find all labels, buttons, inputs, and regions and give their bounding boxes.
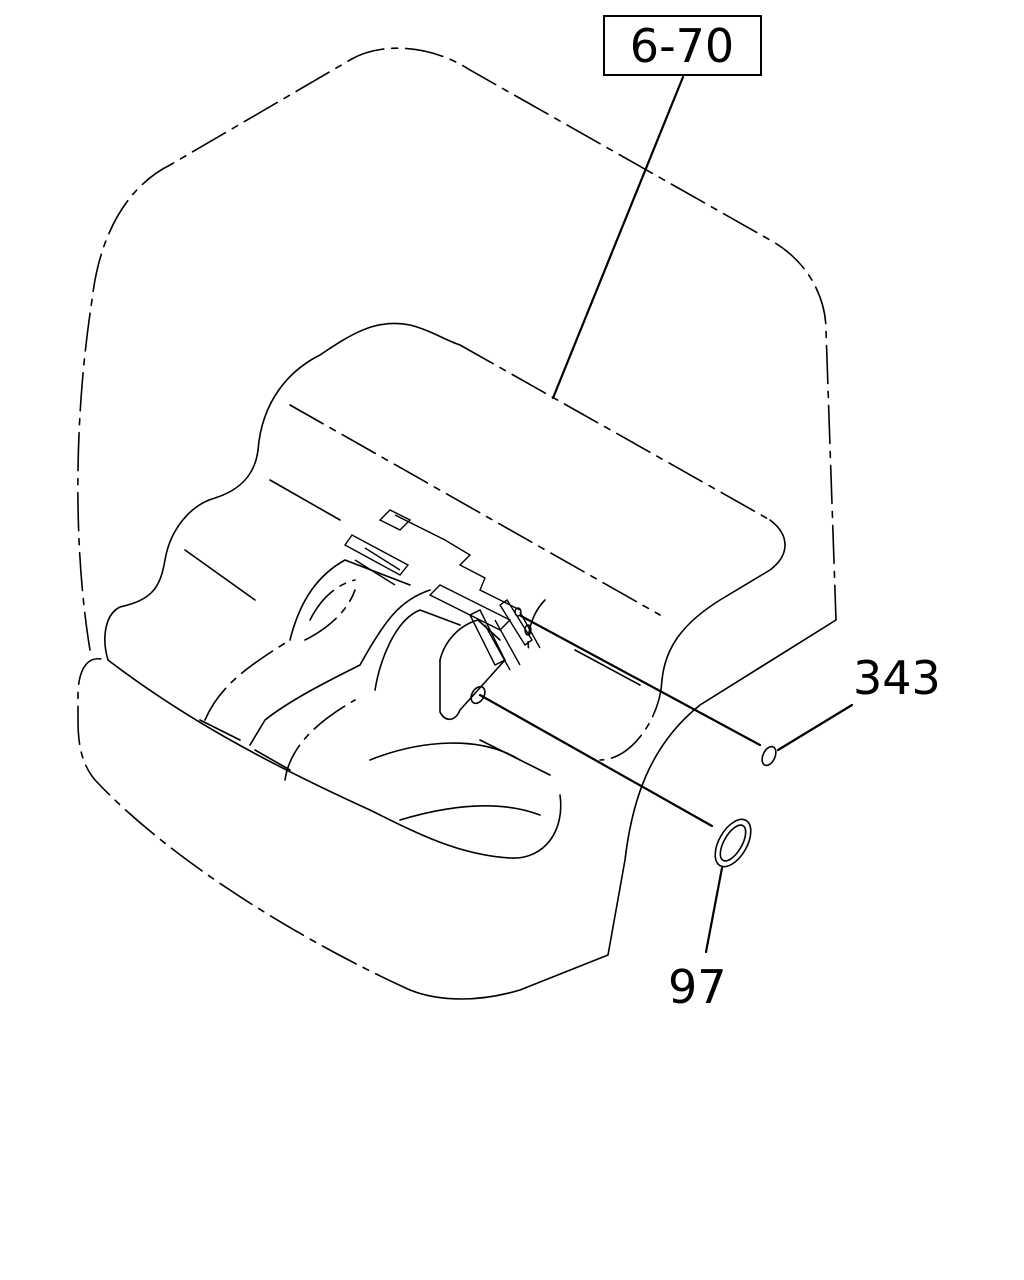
grommet-part [478,693,752,954]
callout-label-97: 97 [668,960,727,1014]
lower-lip [104,449,562,859]
reference-callout: 6-70 [551,15,762,400]
inner-tray [184,322,786,821]
callout-label-343: 343 [853,651,941,705]
reference-label: 6-70 [630,19,734,73]
seal-plug-part [519,614,854,767]
cover-outline [77,47,837,1000]
bracket-detail [343,509,541,671]
